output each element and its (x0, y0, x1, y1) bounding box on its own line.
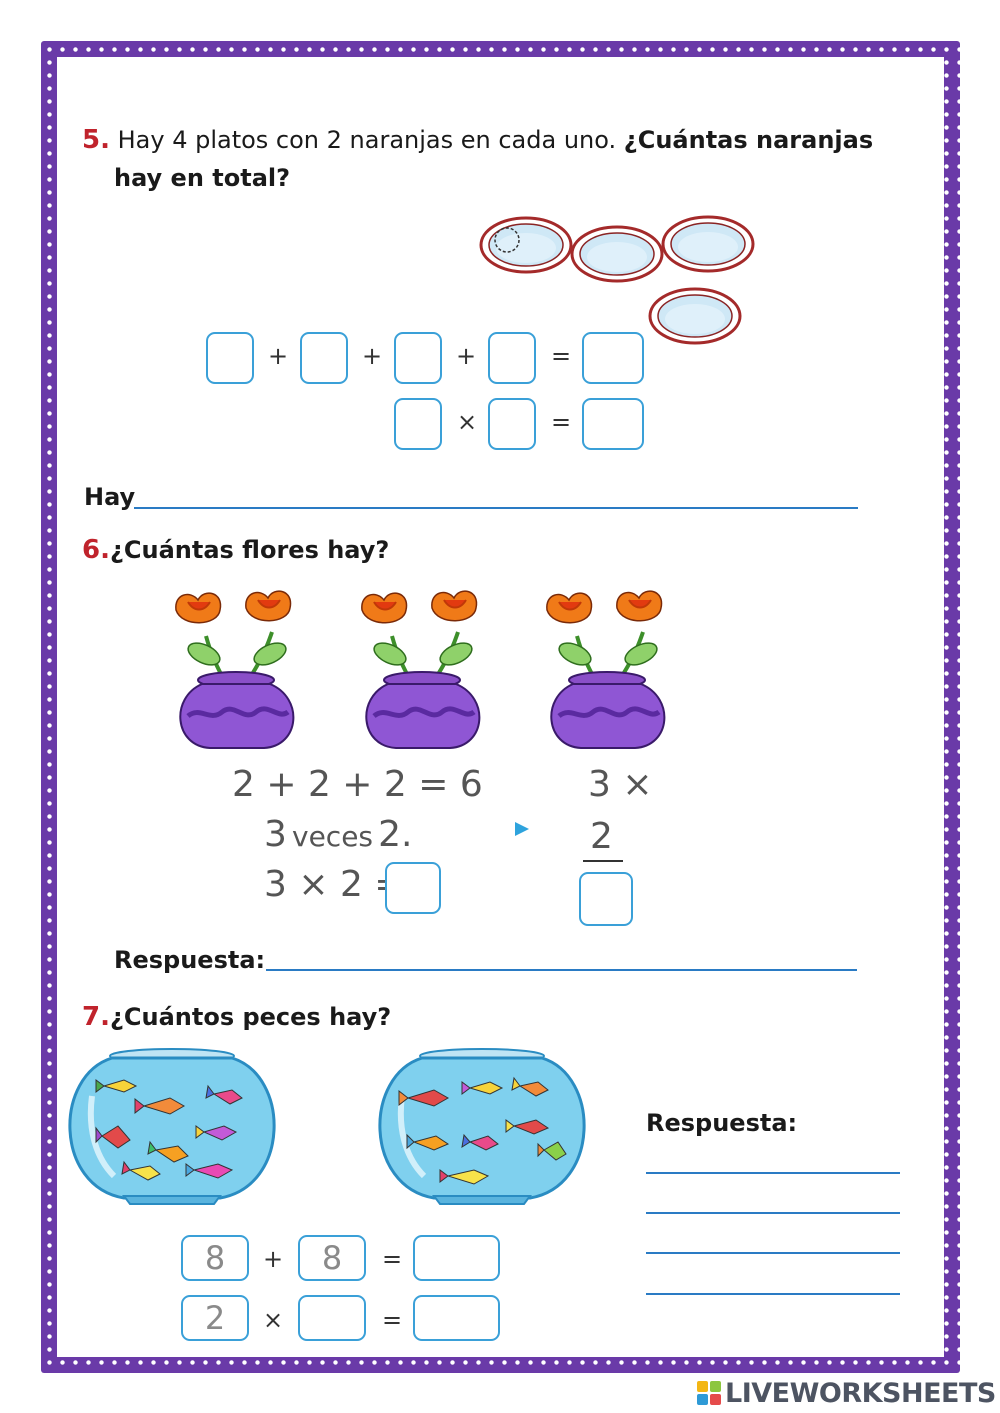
fishbowl-icon (378, 1048, 586, 1205)
veces-number-2: 2. (378, 814, 413, 855)
q5-sum-box[interactable] (582, 332, 644, 384)
q7-product-box[interactable] (413, 1295, 500, 1341)
q7-sum-box[interactable] (413, 1235, 500, 1281)
q6-vertical-bottom: 2 (590, 816, 613, 857)
q5-addend-4-box[interactable] (488, 332, 536, 384)
q7-factor-2-box[interactable] (298, 1295, 366, 1341)
flower-pot-icon (361, 590, 481, 749)
times-sign: × (263, 1306, 284, 1334)
q6-sum-expression: 2 + 2 + 2 = 6 (232, 764, 483, 805)
q6-vertical-answer-box[interactable] (579, 872, 633, 926)
q6-answer-label: Respuesta: (114, 946, 266, 974)
q5-answer-label: Hay (84, 483, 136, 511)
q5-number: 5. (82, 125, 110, 155)
plus-sign: + (263, 1245, 284, 1273)
q6-mult-expression: 3 × 2 = (264, 864, 405, 905)
flower-pot-icon (546, 590, 666, 749)
logo-icon (697, 1381, 721, 1405)
plate-icon (648, 287, 742, 345)
q7-answer-line-3[interactable] (646, 1252, 900, 1254)
q7-addend-2-box[interactable]: 8 (298, 1235, 366, 1281)
q5-addend-1-box[interactable] (206, 332, 254, 384)
flower-pot-icon (175, 590, 295, 749)
q5-line-1: 5. Hay 4 platos con 2 naranjas en cada u… (82, 121, 873, 159)
q7-addend-1-box[interactable]: 8 (181, 1235, 249, 1281)
q5-addend-2-box[interactable] (300, 332, 348, 384)
equals-sign: = (551, 342, 572, 370)
q6-answer-line[interactable] (266, 969, 857, 971)
q7-answer-line-1[interactable] (646, 1172, 900, 1174)
q5-statement: Hay 4 platos con 2 naranjas en cada uno. (117, 126, 617, 154)
q6-vertical-top: 3 × (588, 764, 653, 805)
q5-question-part1: ¿Cuántas naranjas (623, 126, 874, 154)
play-arrow-icon (515, 822, 529, 836)
q5-factor-2-box[interactable] (488, 398, 536, 450)
plates-illustration (479, 215, 755, 345)
q5-answer-line[interactable] (134, 507, 858, 509)
plate-icon (661, 215, 755, 273)
q6-title: ¿Cuántas flores hay? (109, 536, 390, 564)
fishbowl-icon (68, 1048, 276, 1205)
equals-sign: = (551, 408, 572, 436)
q7-number: 7. (82, 1002, 110, 1032)
times-sign: × (457, 408, 478, 436)
q5-question-part2: hay en total? (114, 164, 291, 192)
q7-title: ¿Cuántos peces hay? (109, 1003, 392, 1031)
logo-text: LIVEWORKSHEETS (725, 1377, 996, 1409)
q6-veces-phrase: 3 veces 2. (264, 814, 412, 855)
q7-answer-label: Respuesta: (646, 1109, 798, 1137)
q5-factor-1-box[interactable] (394, 398, 442, 450)
plate-icon (570, 225, 664, 283)
plate-icon (479, 216, 573, 274)
q5-addend-3-box[interactable] (394, 332, 442, 384)
liveworksheets-logo[interactable]: LIVEWORKSHEETS (697, 1377, 996, 1409)
veces-word: veces (292, 820, 374, 853)
equals-sign: = (382, 1245, 403, 1273)
q7-factor-1-box[interactable]: 2 (181, 1295, 249, 1341)
veces-number-3: 3 (264, 814, 287, 855)
q5-product-box[interactable] (582, 398, 644, 450)
equals-sign: = (382, 1306, 403, 1334)
q7-answer-line-2[interactable] (646, 1212, 900, 1214)
plus-sign: + (456, 342, 477, 370)
q7-answer-line-4[interactable] (646, 1293, 900, 1295)
q6-product-box[interactable] (385, 862, 441, 914)
q7-line: 7.¿Cuántos peces hay? (82, 998, 391, 1036)
plus-sign: + (362, 342, 383, 370)
q6-number: 6. (82, 535, 110, 565)
plus-sign: + (268, 342, 289, 370)
q6-vertical-rule (583, 860, 623, 862)
q6-line: 6.¿Cuántas flores hay? (82, 531, 389, 569)
